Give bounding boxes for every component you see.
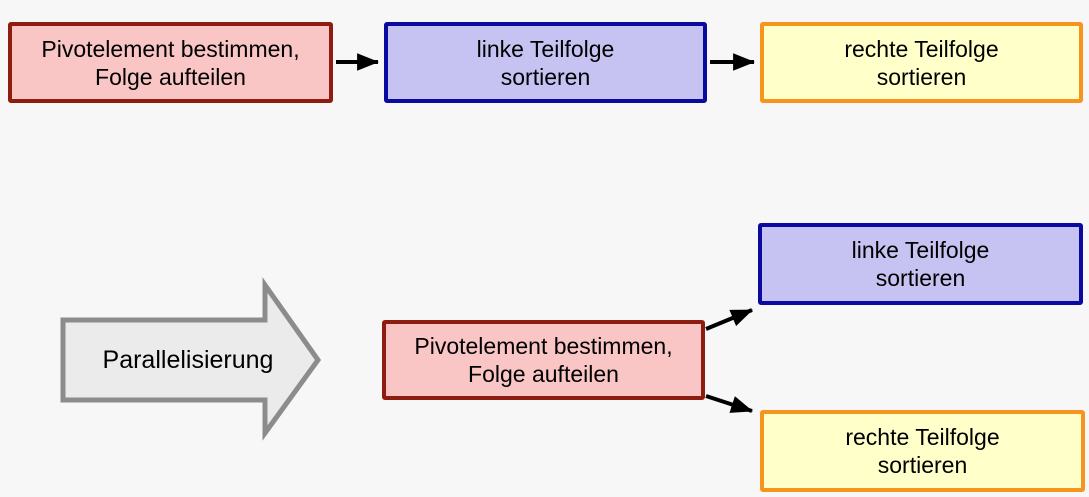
- seq-pivot-box-line2: Folge aufteilen: [95, 63, 246, 90]
- seq-pivot-box: Pivotelement bestimmen, Folge aufteilen: [8, 22, 333, 103]
- seq-left-subsequence-box-line2: sortieren: [500, 63, 591, 90]
- par-left-subsequence-box-line2: sortieren: [875, 265, 966, 291]
- par-pivot-box: Pivotelement bestimmen, Folge aufteilen: [382, 320, 705, 400]
- seq-right-subsequence-box: rechte Teilfolge sortieren: [760, 22, 1083, 103]
- par-left-subsequence-box-line1: linke Teilfolge: [851, 237, 990, 263]
- par-right-subsequence-box-line2: sortieren: [877, 452, 968, 478]
- par-pivot-box-line2: Folge aufteilen: [468, 361, 619, 387]
- par-left-subsequence-box: linke Teilfolge sortieren: [758, 223, 1083, 305]
- arrow-par-pivot-to-right: [705, 394, 754, 413]
- seq-left-subsequence-box-line1: linke Teilfolge: [476, 35, 615, 62]
- seq-pivot-box-line1: Pivotelement bestimmen,: [41, 35, 300, 62]
- par-right-subsequence-box-line1: rechte Teilfolge: [845, 424, 1000, 450]
- par-right-subsequence-box: rechte Teilfolge sortieren: [760, 410, 1085, 492]
- par-pivot-box-line1: Pivotelement bestimmen,: [414, 333, 673, 359]
- seq-right-subsequence-box-line1: rechte Teilfolge: [844, 35, 999, 62]
- seq-right-subsequence-box-line2: sortieren: [876, 63, 967, 90]
- arrow-par-pivot-to-left: [705, 308, 754, 331]
- parallelization-block-arrow: [60, 277, 322, 441]
- seq-left-subsequence-box: linke Teilfolge sortieren: [384, 22, 707, 103]
- parallelization-label: Parallelisierung: [102, 345, 274, 374]
